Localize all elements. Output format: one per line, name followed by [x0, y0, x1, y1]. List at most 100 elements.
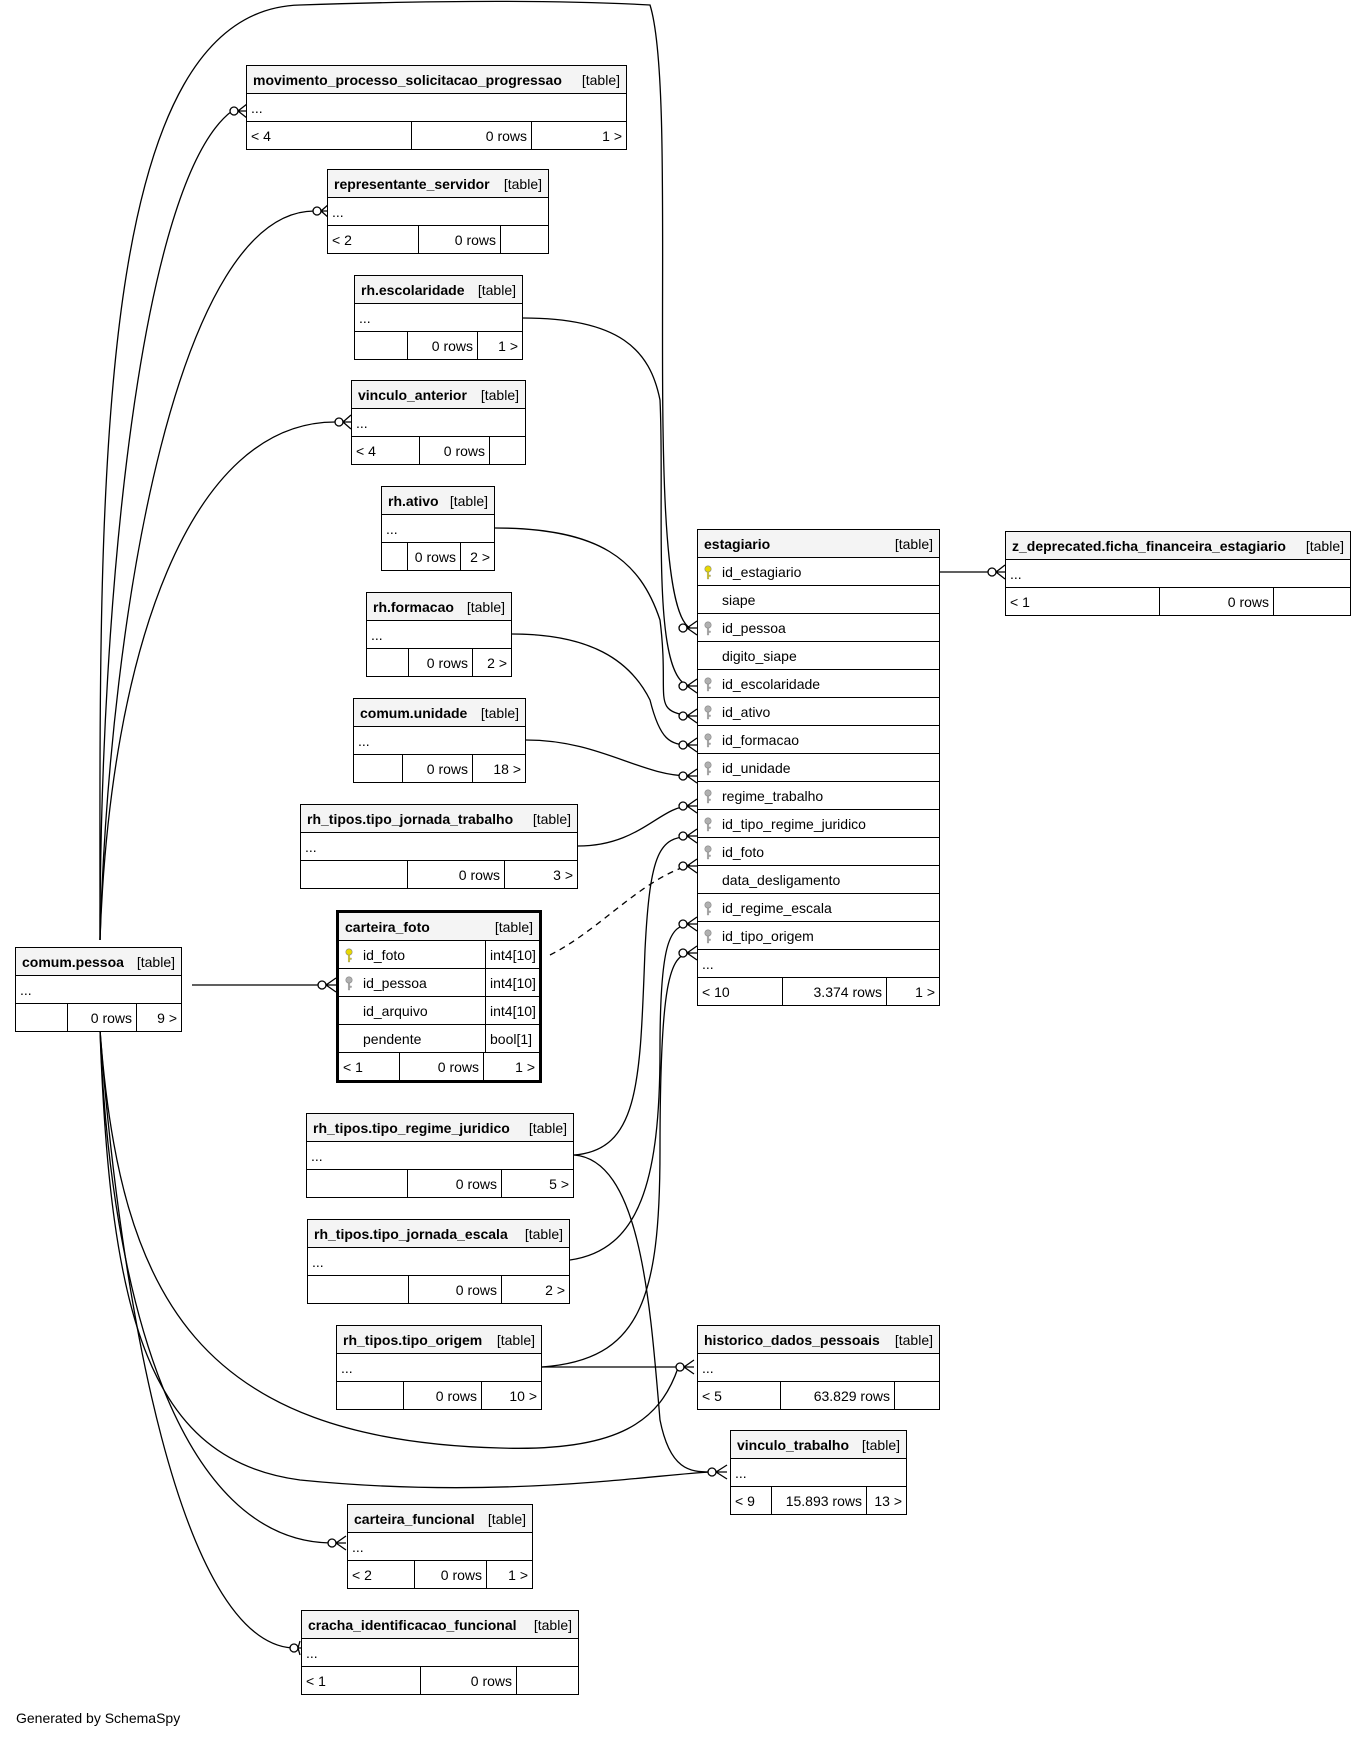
rel-unidade-estagiario [525, 739, 691, 777]
marker-carteira-foto [317, 977, 337, 993]
footer-parents[interactable] [308, 1276, 408, 1303]
table-name: comum.pessoa [22, 953, 124, 970]
ellipsis-row: ... [735, 1464, 747, 1481]
generated-by-credit: Generated by SchemaSpy [16, 1710, 181, 1726]
footer-children[interactable]: 1 > [531, 122, 626, 149]
table-kind: [table] [480, 704, 519, 721]
column-name: id_tipo_origem [698, 922, 939, 949]
footer-children[interactable]: 9 > [136, 1004, 181, 1031]
footer-children[interactable]: 2 > [472, 649, 511, 676]
footer-children[interactable]: 13 > [866, 1487, 906, 1514]
footer-children[interactable]: 3 > [504, 861, 577, 888]
table-name: vinculo_trabalho [737, 1436, 850, 1453]
column-row[interactable]: siape [698, 586, 939, 614]
footer-parents[interactable] [367, 649, 408, 676]
column-row[interactable]: id_formacao [698, 726, 939, 754]
column-name: id_estagiario [698, 558, 939, 585]
column-row[interactable]: data_desligamento [698, 866, 939, 894]
footer-rows: 0 rows [399, 1053, 483, 1080]
footer-parents[interactable] [16, 1004, 67, 1031]
footer-parents[interactable] [307, 1170, 407, 1197]
footer-parents[interactable]: < 9 [735, 1492, 755, 1509]
footer-parents[interactable]: < 4 [356, 442, 376, 459]
footer-parents[interactable]: < 10 [702, 983, 730, 1000]
ellipsis-row: ... [251, 99, 263, 116]
footer-children[interactable]: 2 > [501, 1276, 569, 1303]
footer-parents[interactable]: < 1 [343, 1058, 363, 1075]
column-row[interactable]: digito_siape [698, 642, 939, 670]
foreign-key-icon [704, 817, 712, 832]
footer-children[interactable] [500, 226, 548, 253]
footer-children[interactable]: 2 > [460, 543, 494, 570]
footer-children[interactable] [516, 1667, 578, 1694]
footer-children[interactable] [1273, 588, 1350, 615]
table-name: rh_tipos.tipo_jornada_escala [314, 1225, 508, 1242]
footer-children[interactable]: 1 > [477, 332, 522, 359]
column-name: id_unidade [698, 754, 939, 781]
footer-parents[interactable] [337, 1382, 403, 1409]
footer-parents[interactable]: < 2 [332, 231, 352, 248]
foreign-key-icon [704, 845, 712, 860]
footer-children[interactable]: 5 > [501, 1170, 573, 1197]
footer-children[interactable]: 1 > [486, 1561, 532, 1588]
table-kind: [table] [581, 71, 620, 88]
column-row[interactable]: id_tipo_origem [698, 922, 939, 950]
footer-children[interactable]: 10 > [481, 1382, 541, 1409]
footer-parents[interactable] [382, 543, 407, 570]
footer-children[interactable]: 1 > [483, 1053, 539, 1080]
marker-estagiario-regime-juridico [678, 828, 698, 844]
footer-children[interactable]: 18 > [472, 755, 525, 782]
column-row[interactable]: id_escolaridade [698, 670, 939, 698]
footer-parents[interactable]: < 1 [1010, 593, 1030, 610]
rel-ativo-estagiario [494, 527, 691, 717]
table-movimento[interactable]: movimento_processo_solicitacao_progressa… [246, 65, 627, 150]
table-cracha[interactable]: cracha_identificacao_funcional[table] ..… [301, 1610, 579, 1695]
table-regime-juridico[interactable]: rh_tipos.tipo_regime_juridico[table] ...… [306, 1113, 574, 1198]
table-jornada-escala[interactable]: rh_tipos.tipo_jornada_escala[table] ... … [307, 1219, 570, 1304]
footer-rows: 63.829 rows [780, 1382, 894, 1409]
table-name: movimento_processo_solicitacao_progressa… [253, 71, 562, 88]
footer-parents[interactable] [355, 332, 407, 359]
column-row[interactable]: id_regime_escala [698, 894, 939, 922]
column-name: id_regime_escala [698, 894, 939, 921]
column-row[interactable]: id_estagiario [698, 558, 939, 586]
column-row[interactable]: id_foto [698, 838, 939, 866]
footer-rows: 0 rows [407, 332, 477, 359]
column-row[interactable]: regime_trabalho [698, 782, 939, 810]
footer-parents[interactable] [301, 861, 407, 888]
column-row[interactable]: id_pessoa [698, 614, 939, 642]
column-row[interactable]: id_ativo [698, 698, 939, 726]
rel-jornada-trabalho-estagiario [577, 805, 691, 847]
column-row[interactable]: id_tipo_regime_juridico [698, 810, 939, 838]
table-name: rh_tipos.tipo_origem [343, 1331, 483, 1348]
footer-children[interactable]: 1 > [886, 978, 939, 1005]
column-row[interactable]: id_unidade [698, 754, 939, 782]
footer-children[interactable] [489, 437, 525, 464]
footer-parents[interactable] [354, 755, 402, 782]
table-ficha[interactable]: z_deprecated.ficha_financeira_estagiario… [1005, 531, 1351, 616]
primary-key-icon [704, 565, 712, 580]
footer-parents[interactable]: < 2 [352, 1566, 372, 1583]
footer-parents[interactable]: < 5 [702, 1387, 722, 1404]
footer-parents[interactable]: < 4 [251, 127, 271, 144]
footer-children[interactable] [894, 1382, 939, 1409]
footer-parents[interactable]: < 1 [306, 1672, 326, 1689]
table-jornada-trabalho[interactable]: rh_tipos.tipo_jornada_trabalho[table] ..… [300, 804, 578, 889]
